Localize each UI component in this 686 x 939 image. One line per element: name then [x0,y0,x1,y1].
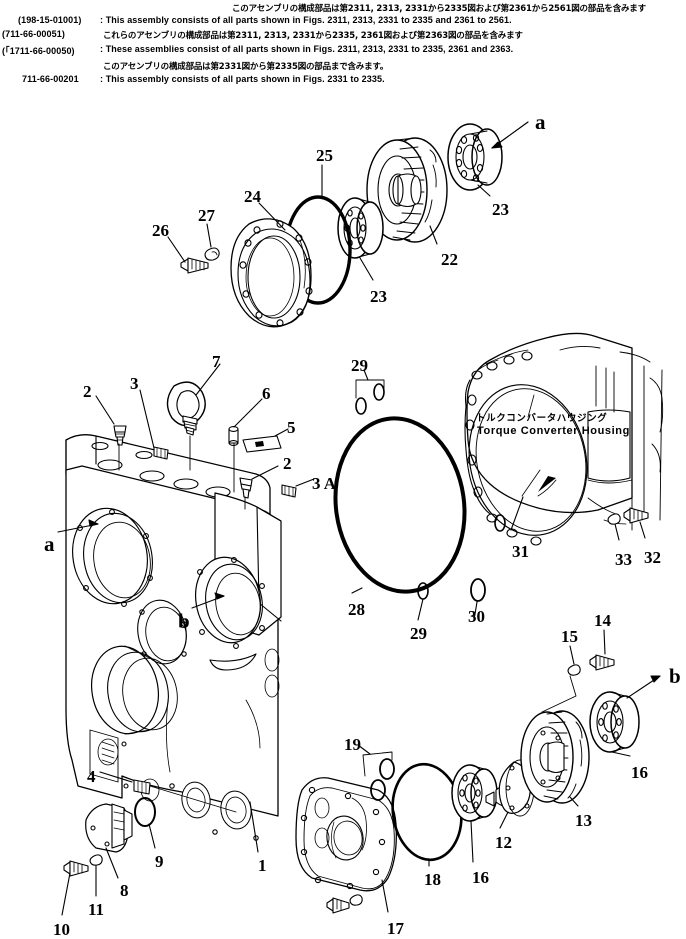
callout-a-top: a [535,110,546,134]
callout-22: 22 [441,250,458,269]
lock-washer-15-group [567,664,581,676]
callout-18: 18 [424,870,441,889]
callout-5: 5 [287,418,296,437]
header-note-line: このアセンブリの構成部品は第2331図から第2335図の部品まで含みます。 [103,62,389,72]
header-notes: このアセンブリの構成部品は第2311, 2313, 2331から2335図および… [0,0,686,100]
callout-8: 8 [120,881,129,900]
callout-24: 24 [244,187,261,206]
header-note-line: これらのアセンブリの構成部品は第2311, 2313, 2331から2335, … [103,31,523,41]
header-note-line: : This assembly consists of all parts sh… [100,74,385,84]
cover-bolt-group [326,897,350,914]
callout-23-m: 23 [370,287,387,306]
header-note-line: : This assembly consists of all parts sh… [100,15,512,25]
plug-3a-group [281,484,297,498]
callout-4: 4 [87,767,96,786]
bolt-32-group [623,507,649,524]
dowel-pin-6-group [228,426,239,446]
header-note-line: : These assemblies consist of all parts … [100,44,514,54]
callout-32: 32 [644,548,661,567]
transmission-case-group [65,434,282,841]
callout-29-bot: 29 [410,624,427,643]
lock-washer-11-group [89,854,103,866]
callout-14: 14 [594,611,611,630]
torque-converter-housing-group [464,332,664,546]
callout-16-m: 16 [472,868,489,887]
header-note-line: 711-66-00201 [22,74,79,84]
callout-27: 27 [198,206,215,225]
callout-17: 17 [387,919,404,938]
bearing-top-right-group [447,123,503,191]
o-ring-29-pair-top [355,369,385,415]
callout-b-right: b [669,664,681,688]
plug-4-group [133,779,151,795]
callout-25: 25 [316,146,333,165]
flange-8-group [85,803,133,853]
callout-11: 11 [88,900,105,919]
callout-28: 28 [348,600,365,619]
callout-23-r: 23 [492,200,509,219]
callout-30: 30 [468,607,485,626]
bearing-16-right-group [589,691,640,753]
callout-31: 31 [512,542,529,561]
callout-9: 9 [155,852,164,871]
name-plate-5-group [242,435,282,453]
callout-19: 19 [344,735,361,754]
callout-16-r: 16 [631,763,648,782]
bolt-14-group [589,654,615,671]
callout-a-left: a [44,532,55,556]
callout-26: 26 [152,221,169,240]
plug-3-group [153,446,169,460]
housing-label-jp: トルクコンバータハウジング [476,413,608,424]
header-note-line: (198-15-01001) [18,15,82,25]
bearing-middle-group [337,197,384,259]
header-note-line: (711-66-00051) [2,29,65,39]
bolt-26-group [180,257,209,274]
callout-10: 10 [53,920,70,939]
bolt-10-group [63,860,89,877]
plug-2-top-group [113,425,127,446]
callout-12: 12 [495,833,512,852]
callout-3A: 3 A [312,474,337,493]
callout-6: 6 [262,384,271,403]
o-ring-19-group [357,744,395,801]
callout-33: 33 [615,550,632,569]
callout-7: 7 [212,352,221,371]
output-gear-13-group [520,710,590,804]
callout-13: 13 [575,811,592,830]
o-ring-29-bottom [417,582,429,621]
bearing-16-mid-group [451,764,498,822]
lock-washer-27-group [204,247,220,261]
o-ring-30-group [470,578,486,621]
plug-2-mid-group [239,477,253,499]
callout-29-top: 29 [351,356,368,375]
cover-plate-group [230,218,313,328]
rear-cover-group [295,777,397,892]
cover-washer-group [349,894,363,906]
header-note-line: このアセンブリの構成部品は第2311, 2313, 2331から2335図および… [232,4,646,14]
callout-3: 3 [130,374,139,393]
callout-15: 15 [561,627,578,646]
header-note-line: (「1711-66-00050) [2,46,75,56]
o-ring-9-group [134,797,156,827]
callout-b-left: b [178,609,190,633]
housing-label-en: Torque Converter Housing [477,425,630,437]
callout-1: 1 [258,856,267,875]
callout-2-top: 2 [83,382,92,401]
o-ring-large-main-group [333,416,467,594]
callout-2-mid: 2 [283,454,292,473]
lifting-eye-group [166,381,206,436]
lock-washer-33-group [607,513,621,525]
